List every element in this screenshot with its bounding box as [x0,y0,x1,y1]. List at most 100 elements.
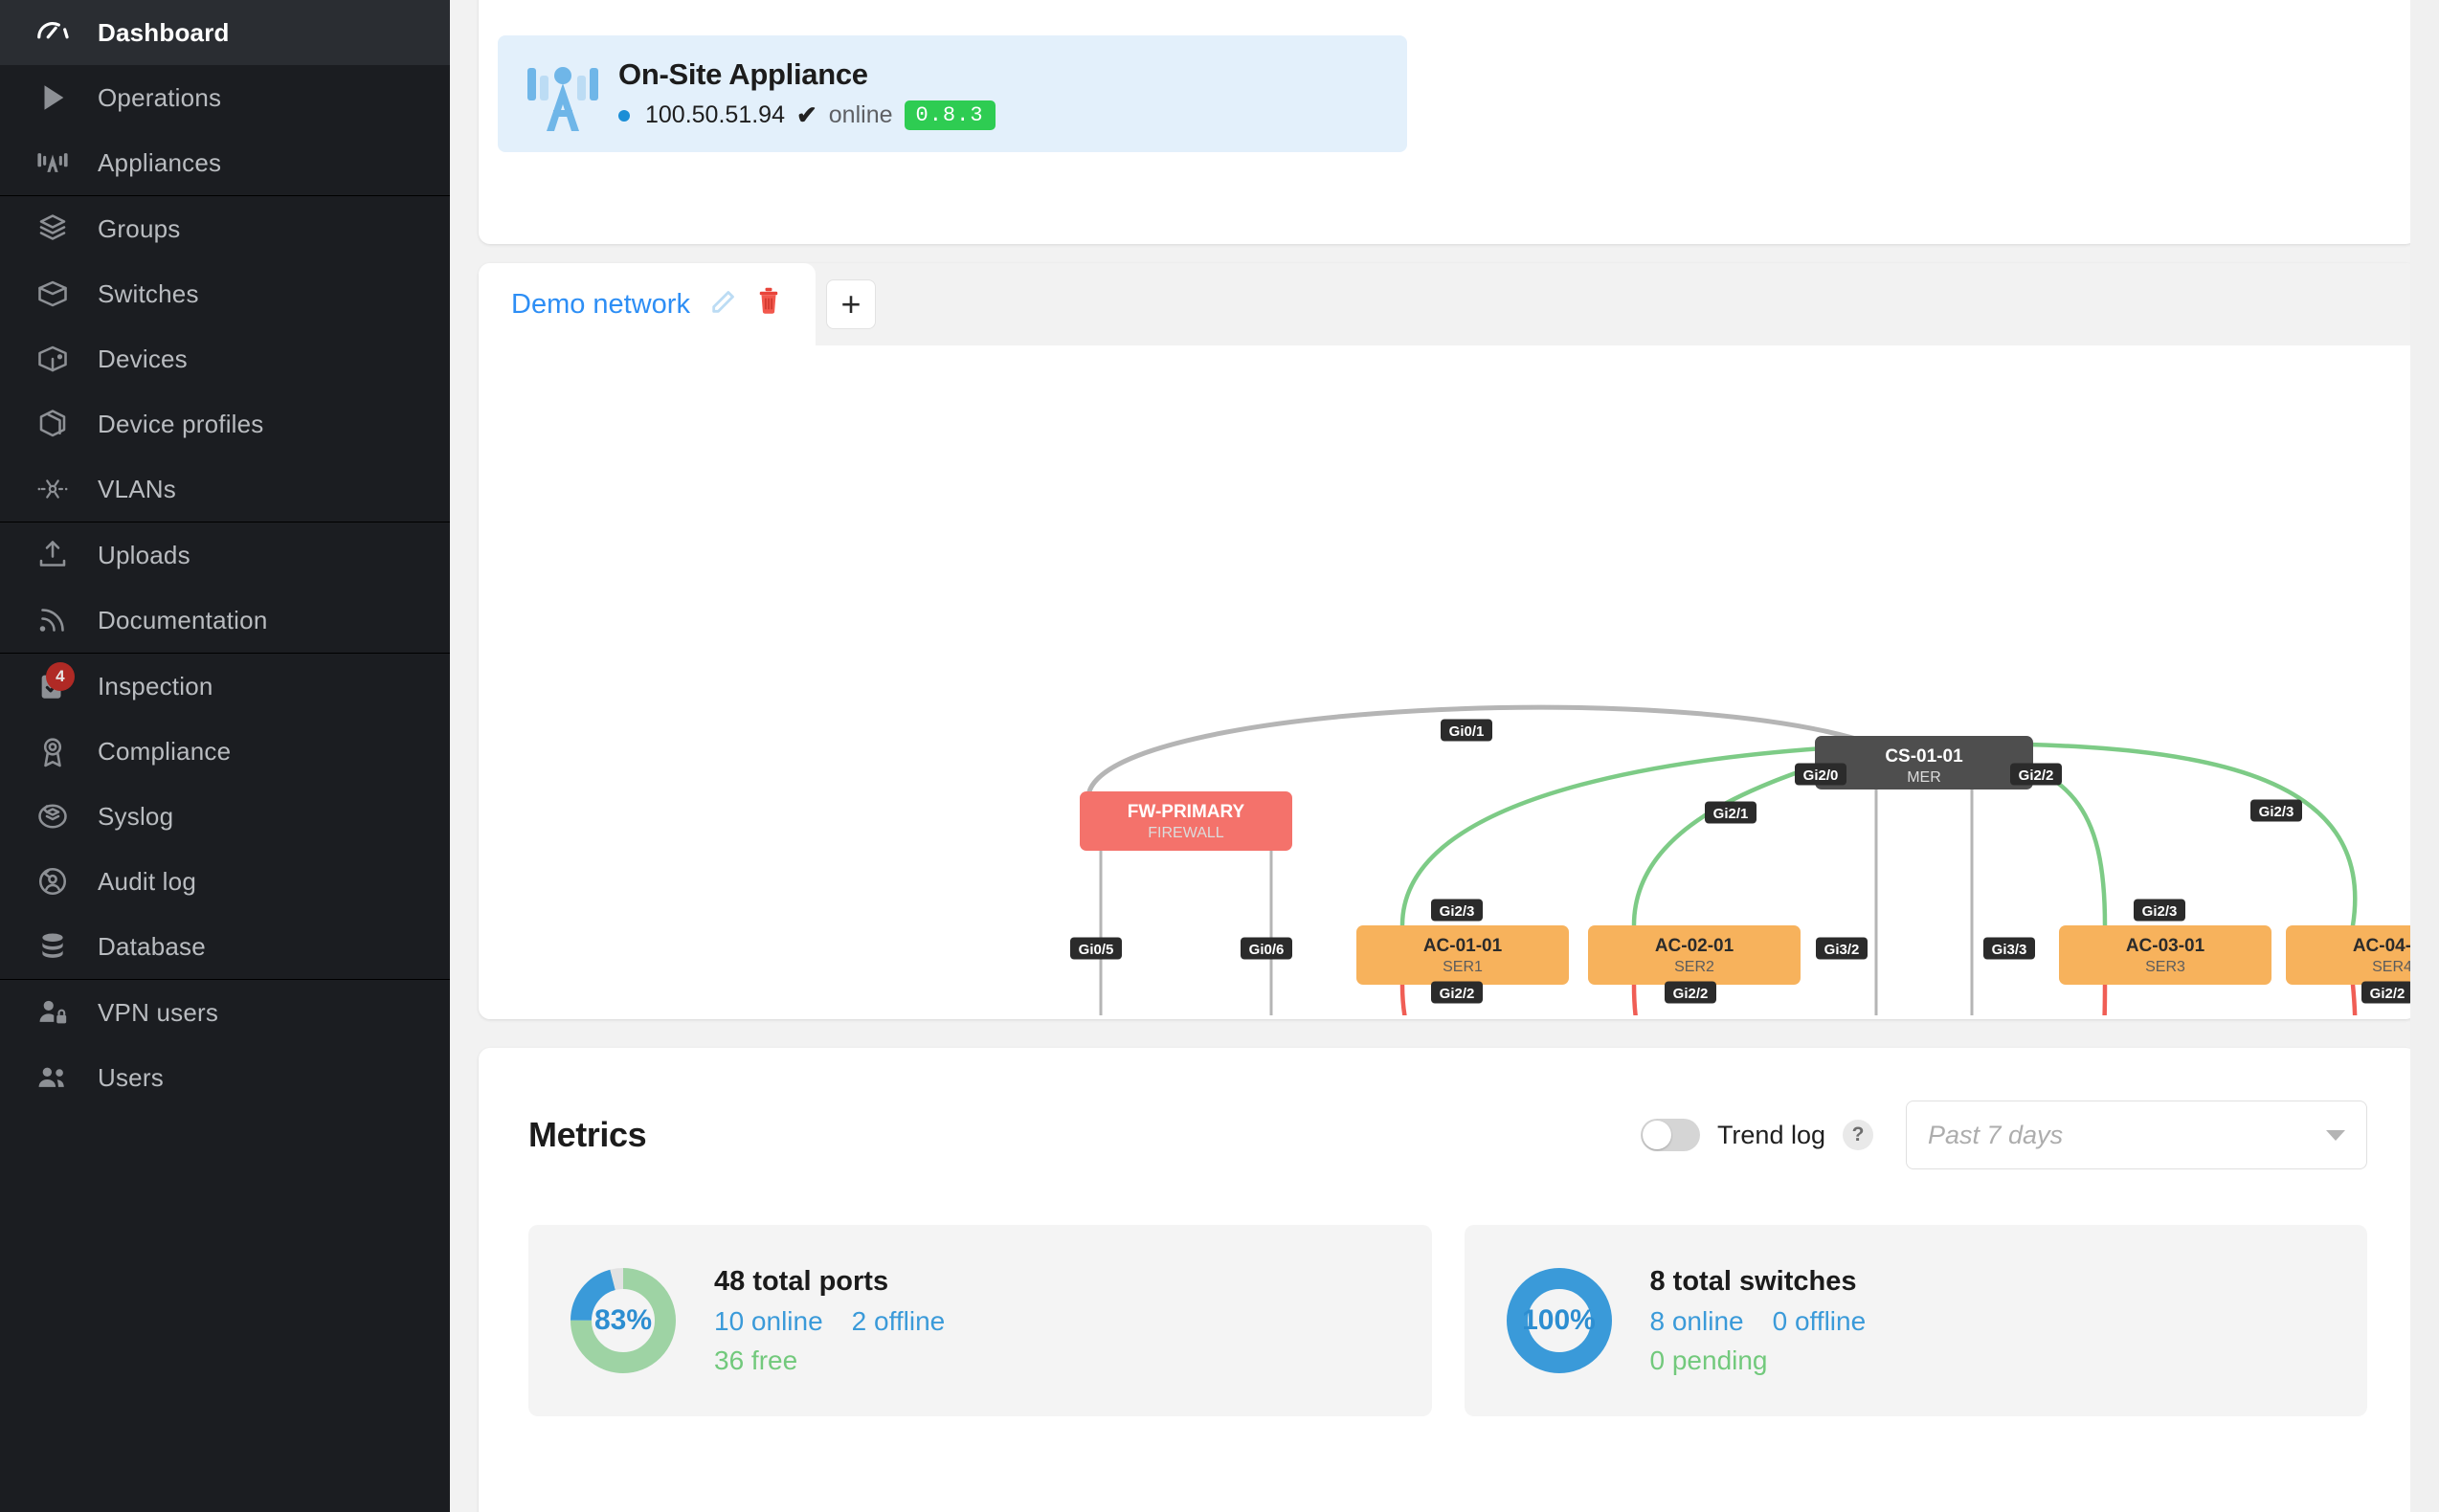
sidebar-item-label: VPN users [98,997,219,1027]
chevron-down-icon [2326,1129,2345,1141]
syslog-icon [33,800,73,833]
box-device-icon [33,343,73,375]
topology-link [2102,982,2108,1015]
sidebar-item-groups[interactable]: Groups [0,196,450,261]
port-label-text: Gi2/3 [2142,903,2178,920]
port-label: Gi3/2 [1816,937,1868,960]
antenna-logo-icon [519,56,607,131]
metric-total-label: 8 total switches [1649,1265,1857,1297]
sidebar-item-label: Dashboard [98,17,230,47]
sidebar-item-audit-log[interactable]: Audit log [0,849,450,914]
sidebar-item-label: Groups [98,213,181,243]
user-lock-icon [33,996,73,1029]
metrics-title: Metrics [528,1115,647,1154]
status-dot-icon [618,109,630,122]
sidebar-item-documentation[interactable]: Documentation [0,588,450,653]
sidebar-item-appliances[interactable]: Appliances [0,130,450,195]
donut-segment [571,1268,676,1373]
tab-label[interactable]: Demo network [511,288,690,320]
sidebar-item-syslog[interactable]: Syslog [0,784,450,849]
sidebar-item-uploads[interactable]: Uploads [0,523,450,588]
port-label-text: Gi0/1 [1449,723,1485,740]
port-label: Gi0/6 [1241,937,1292,960]
topology-canvas[interactable]: FW-PRIMARYFIREWALLFW-SECONDARYFIREWALLAC… [479,345,2417,1019]
port-label: Gi2/2 [1431,981,1483,1004]
sidebar-item-label: Operations [98,82,222,112]
appliance-banner[interactable]: On-Site Appliance 100.50.51.94 ✔ online … [498,35,1407,152]
donut-chart-ports: 83% [567,1264,680,1377]
port-label-text: Gi0/5 [1079,942,1114,958]
sidebar-item-devices[interactable]: Devices [0,326,450,391]
sidebar-item-label: Device profiles [98,409,264,438]
topology-link [2350,982,2358,1015]
trend-log-label: Trend log [1716,1120,1825,1149]
sidebar-item-database[interactable]: Database [0,914,450,979]
ribbon-icon [33,735,73,767]
date-range-select[interactable]: Past 7 days [1906,1101,2367,1169]
port-label-text: Gi0/6 [1249,942,1285,958]
sidebar-item-label: Documentation [98,605,268,634]
topology-link [1086,704,1874,794]
sidebar-item-operations[interactable]: Operations [0,65,450,130]
topology-card: Demo network + [479,263,2417,1019]
sidebar-item-dashboard[interactable]: Dashboard [0,0,450,65]
topology-node-role: SER4 [2372,959,2412,975]
edit-pencil-icon[interactable] [709,289,736,321]
port-label-text: Gi2/2 [2019,767,2054,784]
metric-online-label: 8 online [1649,1305,1744,1336]
refresh-icon[interactable] [2325,0,2358,2]
appliance-card: On-Site Appliance 100.50.51.94 ✔ online … [479,0,2417,244]
tab-demo-network[interactable]: Demo network [479,263,815,345]
sidebar-item-users[interactable]: Users [0,1045,450,1110]
topology-node[interactable]: AC-04-01SER4 [2286,925,2417,985]
port-label: Gi2/3 [1431,899,1483,922]
port-label: Gi2/1 [1705,801,1757,824]
sidebar-item-label: Switches [98,278,199,308]
sidebar-item-switches[interactable]: Switches [0,261,450,326]
metric-secondary-label: 0 pending [1649,1345,1768,1375]
port-label-text: Gi3/2 [1824,942,1860,958]
database-icon [33,930,73,963]
port-label-text: Gi3/3 [1992,942,2027,958]
add-tab-button[interactable]: + [825,279,876,329]
topology-link [1399,743,1871,928]
play-icon [33,81,73,114]
check-icon: ✔ [795,100,817,129]
box-outline-icon [33,408,73,440]
delete-trash-icon[interactable] [755,286,782,322]
port-label: Gi2/2 [1665,981,1716,1004]
donut-segment [1506,1268,1612,1373]
topology-node-name: AC-01-01 [1423,936,1503,956]
sidebar-item-compliance[interactable]: Compliance [0,719,450,784]
topology-node-name: AC-04-01 [2353,936,2417,956]
sidebar-item-vpn-users[interactable]: VPN users [0,980,450,1045]
vertical-scrollbar[interactable] [2410,0,2439,1512]
vlan-icon [33,473,73,505]
sidebar-item-label: VLANs [98,474,176,503]
port-label-text: Gi2/0 [1803,767,1839,784]
appliance-status: online [828,101,893,128]
topology-node-name: FW-PRIMARY [1128,802,1245,822]
main-content: On-Site Appliance 100.50.51.94 ✔ online … [450,0,2439,1512]
metric-secondary-label: 36 free [714,1345,798,1375]
notification-badge: 4 [46,662,75,691]
topology-node-name: CS-01-01 [1885,746,1963,767]
port-label: Gi3/3 [1983,937,2035,960]
port-label: Gi2/2 [2010,763,2062,786]
topology-node-role: MER [1907,769,1941,786]
sidebar-item-vlans[interactable]: VLANs [0,456,450,522]
sidebar-item-device-profiles[interactable]: Device profiles [0,391,450,456]
trend-log-toggle[interactable] [1640,1119,1700,1151]
port-label: Gi2/2 [2361,981,2413,1004]
help-icon[interactable]: ? [1843,1120,1873,1150]
